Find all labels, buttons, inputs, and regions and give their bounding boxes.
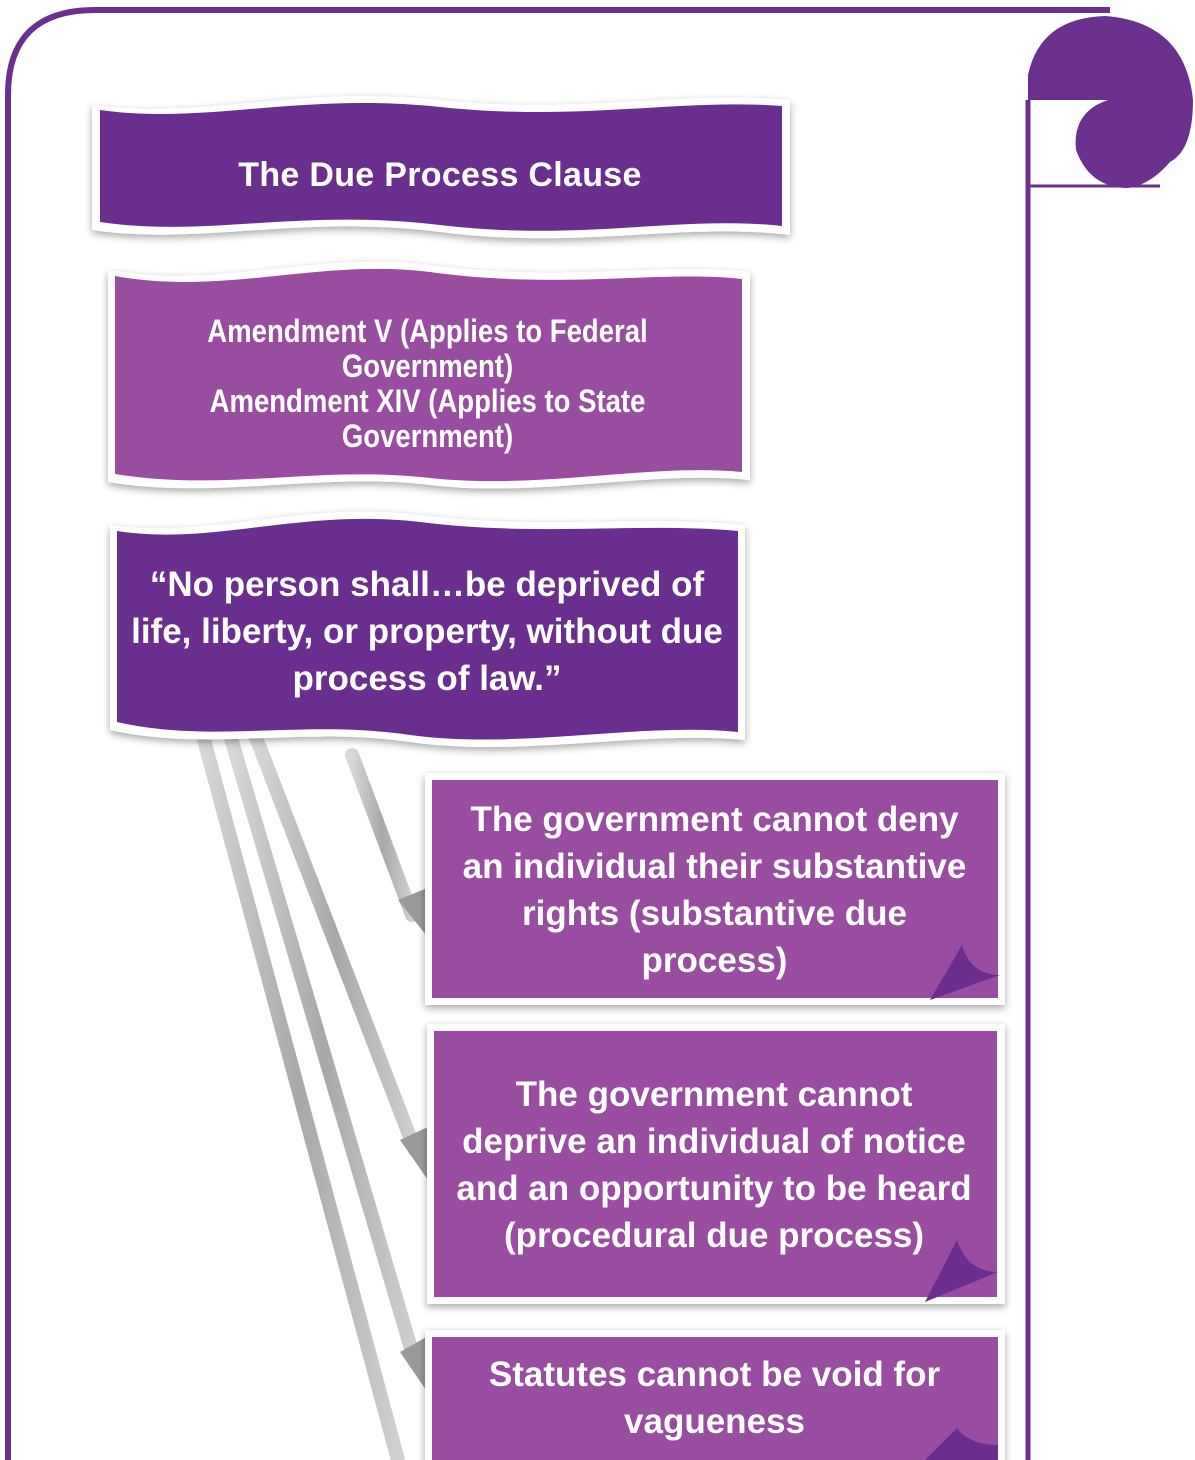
- outcome-box-1: [425, 773, 1005, 1005]
- title-text: The Due Process Clause: [100, 140, 780, 210]
- connector-arrows: [193, 718, 432, 1460]
- scroll-frame: [5, 7, 1193, 1460]
- arrow-3: [223, 728, 430, 1390]
- arrow-2: [248, 728, 432, 1180]
- amendment-xiv-line-2: Government): [341, 418, 514, 454]
- vagueness-text: Statutes cannot be void for vagueness: [432, 1345, 997, 1450]
- quote-text-value: “No person shall…be deprived of life, li…: [131, 564, 723, 698]
- quote-text: “No person shall…be deprived of life, li…: [118, 556, 736, 706]
- scroll-curl: [1028, 16, 1193, 188]
- outcome-box-3: [425, 1330, 1005, 1460]
- amendment-v-line-1: Amendment V (Applies to Federal: [207, 313, 648, 349]
- outcome-1-value: The government cannot deny an individual…: [462, 800, 967, 980]
- amendment-v-line-2: Government): [341, 348, 514, 384]
- quote-banner: [110, 511, 745, 748]
- amendment-banner: [108, 261, 750, 489]
- outcome-2-value: The government cannot deprive an individ…: [456, 1075, 972, 1255]
- outcome-3-value: Statutes cannot be void for vagueness: [488, 1354, 941, 1441]
- amendment-xiv-line-1: Amendment XIV (Applies to State: [209, 383, 646, 419]
- arrow-1: [345, 748, 432, 940]
- amendments-text: Amendment V (Applies to Federal Governme…: [159, 306, 697, 462]
- outcome-box-2: [427, 1024, 1005, 1304]
- title-text-value: The Due Process Clause: [238, 155, 642, 194]
- substantive-due-process-text: The government cannot deny an individual…: [432, 790, 997, 990]
- title-banner: [92, 96, 790, 239]
- procedural-due-process-text: The government cannot deprive an individ…: [434, 1040, 994, 1290]
- arrow-4: [193, 718, 405, 1460]
